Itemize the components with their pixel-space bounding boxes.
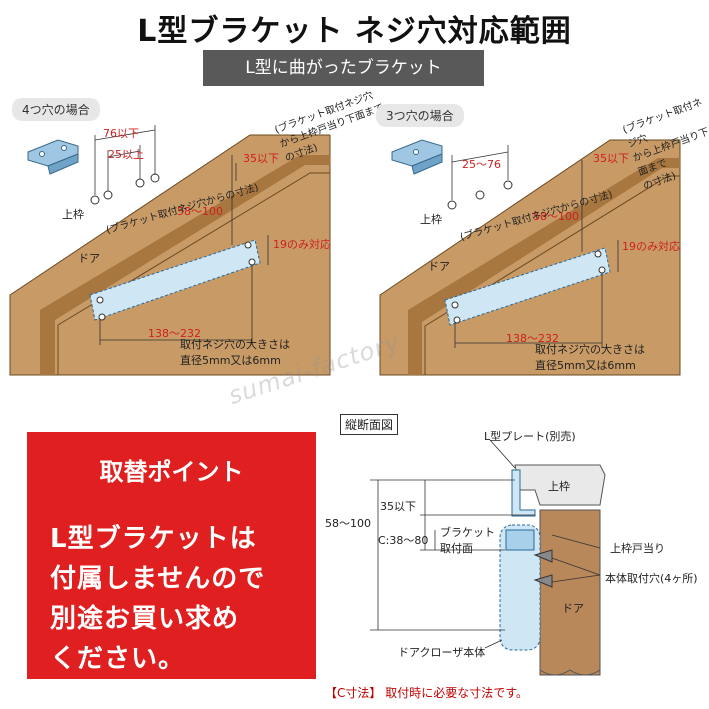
plate-right	[444, 247, 611, 326]
notice-line-2: 付属しませんので	[50, 564, 266, 594]
dim-58-100-label-right: 58～100	[533, 210, 579, 223]
case-label-3-holes: 3つ穴の場合	[376, 104, 464, 127]
frame-stop-label: 上枠戸当り	[610, 542, 665, 555]
plate-label: L型プレート(別売)	[484, 430, 576, 443]
dim-35-label-right: 35以下	[593, 152, 629, 165]
section-dim-c: C:38～80	[378, 534, 429, 547]
dim-76-label: 76以下	[103, 127, 139, 140]
footer-note: 【C寸法】 取付時に必要な寸法です。	[325, 686, 528, 700]
notice-line-3: 別途お買い求め	[50, 604, 240, 634]
door-label-right: ドア	[428, 260, 450, 273]
section-title: 縦断面図	[340, 414, 399, 435]
closer-body	[499, 524, 541, 651]
notice-line-4: ください。	[50, 644, 186, 674]
right-door-diagram	[379, 139, 681, 376]
section-diagram	[370, 439, 606, 676]
dim-58-100-label-left: 58～100	[177, 205, 223, 218]
dim-19-label-left: 19のみ対応	[273, 238, 331, 251]
bracket-icon-right	[391, 139, 443, 175]
notice-panel	[27, 432, 316, 679]
frame-label-right: 上枠	[420, 213, 442, 226]
bracket-face-label: ブラケット 取付面	[440, 526, 495, 555]
bracket-icon	[27, 139, 79, 175]
dim-19-label-right: 19のみ対応	[622, 240, 680, 253]
door-label-left: ドア	[78, 252, 100, 265]
dim-138-232-label-right: 138～232	[506, 332, 559, 345]
section-door-label: ドア	[562, 602, 584, 615]
frame-label-left: 上枠	[62, 208, 84, 221]
notice-heading: 取替ポイント	[99, 458, 244, 486]
closer-label: ドアクローザ本体	[398, 646, 486, 659]
notice-line-1: L型ブラケットは	[50, 524, 257, 554]
body-holes-label: 本体取付穴(4ヶ所)	[605, 572, 698, 585]
section-dim-35: 35以下	[380, 500, 416, 513]
plate-left	[89, 239, 261, 321]
section-dim-58-100: 58～100	[325, 517, 371, 530]
dim-25-label: 25以上	[108, 148, 144, 161]
dim-138-232-label-left: 138～232	[148, 327, 201, 340]
case-label-4-holes: 4つ穴の場合	[12, 98, 100, 121]
page-title: L型ブラケット ネジ穴対応範囲	[137, 14, 572, 49]
top-frame	[514, 464, 606, 506]
left-door-diagram	[9, 125, 331, 376]
section-frame-label: 上枠	[548, 480, 570, 493]
screw-note-right: 取付ネジ穴の大きさは 直径5mm又は6mm	[535, 343, 645, 372]
screw-note-left: 取付ネジ穴の大きさは 直径5mm又は6mm	[180, 338, 290, 367]
l-plate	[511, 469, 536, 517]
dim-25-76-label: 25～76	[462, 158, 501, 171]
subtitle-bar: L型に曲がったブラケット	[203, 50, 484, 86]
door-section	[539, 509, 601, 676]
dim-35-label: 35以下	[243, 152, 279, 165]
